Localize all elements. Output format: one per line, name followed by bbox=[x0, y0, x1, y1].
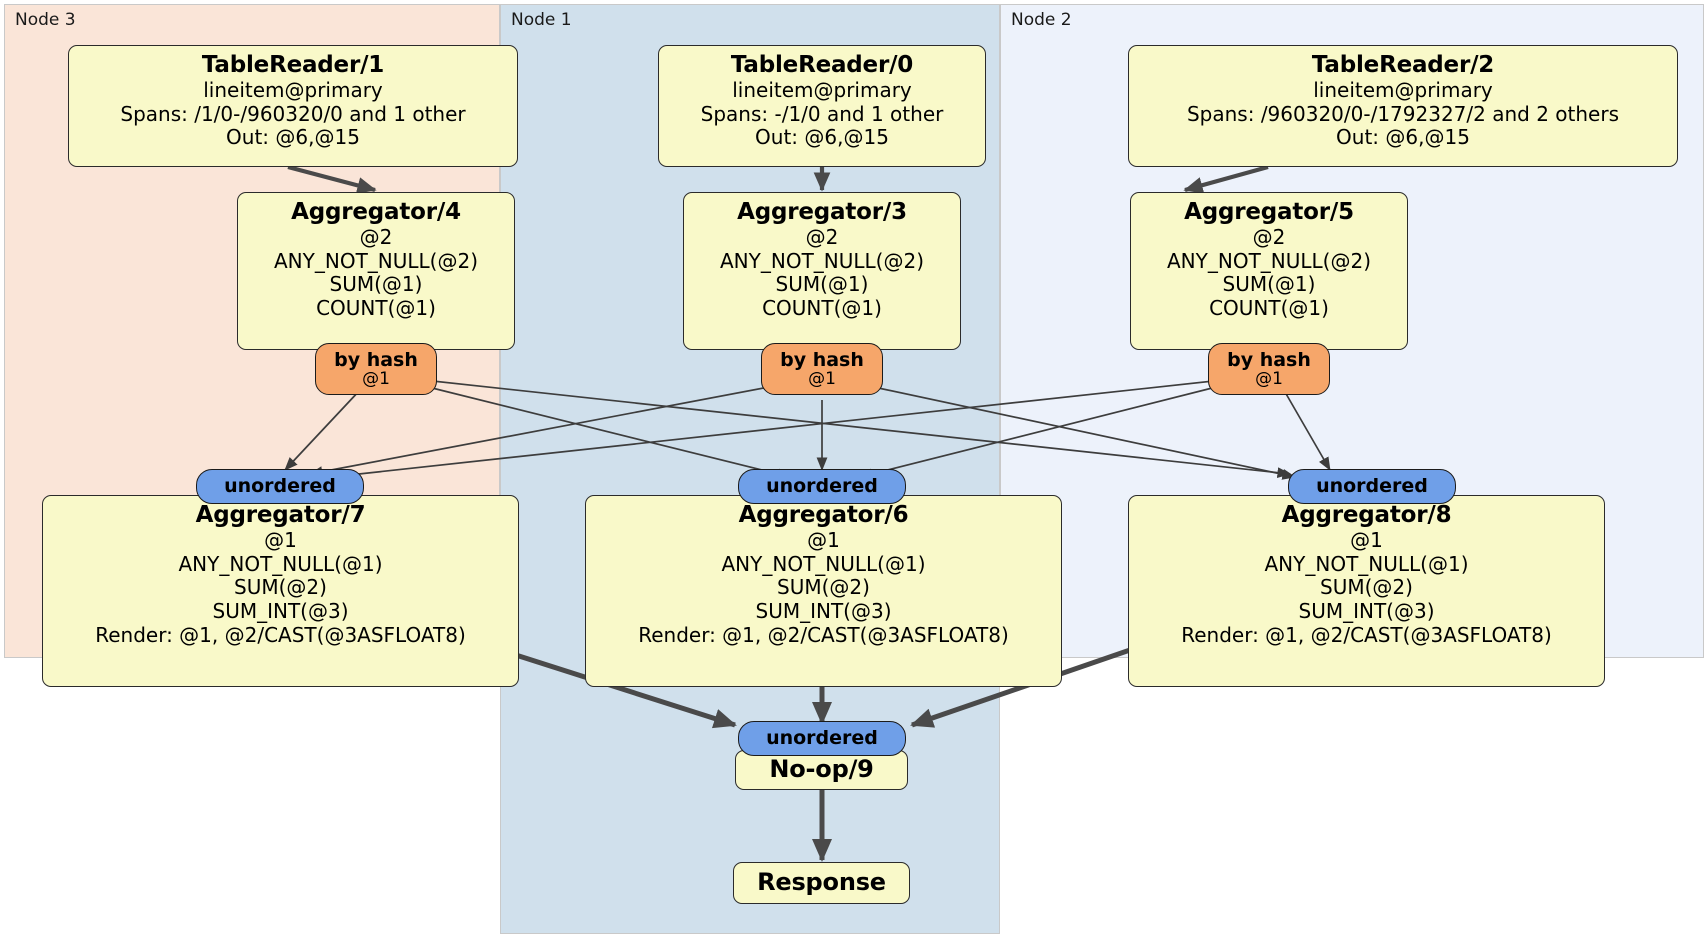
processor-line: @1 bbox=[1350, 528, 1383, 553]
processor-line: @2 bbox=[359, 225, 393, 250]
processor-line: SUM_INT(@3) bbox=[212, 598, 349, 623]
processor-title: Response bbox=[757, 868, 886, 897]
processor-line: Out: @6,@15 bbox=[1336, 125, 1470, 150]
processor-line: ANY_NOT_NULL(@1) bbox=[178, 551, 383, 576]
processor-title: Aggregator/3 bbox=[737, 199, 907, 225]
stage-badge-label: by hash bbox=[1227, 348, 1311, 371]
processor-title: No-op/9 bbox=[769, 755, 874, 784]
processor-title: TableReader/1 bbox=[201, 52, 385, 78]
processor-title: TableReader/2 bbox=[1311, 52, 1495, 78]
processor-tablereader1[interactable]: TableReader/1 lineitem@primary Spans: /1… bbox=[68, 45, 518, 167]
processor-line: @2 bbox=[1252, 225, 1286, 250]
processor-title: TableReader/0 bbox=[730, 52, 914, 78]
processor-line: Render: @1, @2/CAST(@3ASFLOAT8) bbox=[1181, 622, 1552, 647]
node-region-label-node2: Node 2 bbox=[1011, 10, 1072, 30]
processor-line: ANY_NOT_NULL(@2) bbox=[1167, 248, 1371, 273]
processor-line: SUM(@2) bbox=[234, 575, 327, 600]
processor-line: ANY_NOT_NULL(@2) bbox=[720, 248, 924, 273]
processor-line: lineitem@primary bbox=[1313, 78, 1493, 103]
processor-tablereader2[interactable]: TableReader/2 lineitem@primary Spans: /9… bbox=[1128, 45, 1678, 167]
processor-line: Render: @1, @2/CAST(@3ASFLOAT8) bbox=[95, 622, 466, 647]
processor-line: Spans: /1/0-/960320/0 and 1 other bbox=[120, 101, 466, 126]
processor-response[interactable]: Response bbox=[733, 862, 910, 904]
processor-line: ANY_NOT_NULL(@2) bbox=[274, 248, 478, 273]
processor-aggregator4[interactable]: Aggregator/4 @2 ANY_NOT_NULL(@2) SUM(@1)… bbox=[237, 192, 515, 350]
processor-line: SUM_INT(@3) bbox=[1298, 598, 1435, 623]
processor-noop9[interactable]: No-op/9 bbox=[735, 750, 908, 790]
processor-line: SUM_INT(@3) bbox=[755, 598, 892, 623]
processor-title: Aggregator/4 bbox=[291, 199, 461, 225]
processor-line: SUM(@1) bbox=[1222, 272, 1316, 297]
stage-badge-label: by hash bbox=[334, 348, 418, 371]
processor-line: COUNT(@1) bbox=[1209, 295, 1329, 320]
processor-aggregator3[interactable]: Aggregator/3 @2 ANY_NOT_NULL(@2) SUM(@1)… bbox=[683, 192, 961, 350]
stage-badge-by-hash-4[interactable]: by hash @1 bbox=[315, 343, 437, 395]
processor-line: @2 bbox=[805, 225, 839, 250]
stage-badge-unordered-8[interactable]: unordered bbox=[1288, 469, 1456, 504]
processor-line: lineitem@primary bbox=[732, 78, 912, 103]
processor-line: Render: @1, @2/CAST(@3ASFLOAT8) bbox=[638, 622, 1009, 647]
stage-badge-unordered-7[interactable]: unordered bbox=[196, 469, 364, 504]
stage-badge-label: by hash bbox=[780, 348, 864, 371]
processor-line: ANY_NOT_NULL(@1) bbox=[1264, 551, 1469, 576]
processor-line: Out: @6,@15 bbox=[226, 125, 360, 150]
node-region-label-node3: Node 3 bbox=[15, 10, 76, 30]
stage-badge-label: unordered bbox=[224, 475, 336, 498]
stage-badge-sublabel: @1 bbox=[808, 368, 836, 389]
processor-line: ANY_NOT_NULL(@1) bbox=[721, 551, 926, 576]
processor-line: Out: @6,@15 bbox=[755, 125, 889, 150]
processor-tablereader0[interactable]: TableReader/0 lineitem@primary Spans: -/… bbox=[658, 45, 986, 167]
stage-badge-by-hash-3[interactable]: by hash @1 bbox=[761, 343, 883, 395]
stage-badge-unordered-9[interactable]: unordered bbox=[738, 721, 906, 756]
processor-line: Spans: /960320/0-/1792327/2 and 2 others bbox=[1186, 101, 1619, 126]
processor-line: Spans: -/1/0 and 1 other bbox=[700, 101, 944, 126]
processor-title: Aggregator/5 bbox=[1184, 199, 1354, 225]
stage-badge-by-hash-5[interactable]: by hash @1 bbox=[1208, 343, 1330, 395]
processor-aggregator7[interactable]: Aggregator/7 @1 ANY_NOT_NULL(@1) SUM(@2)… bbox=[42, 495, 519, 687]
processor-line: SUM(@2) bbox=[1320, 575, 1413, 600]
processor-line: COUNT(@1) bbox=[762, 295, 882, 320]
processor-line: SUM(@1) bbox=[775, 272, 869, 297]
stage-badge-label: unordered bbox=[766, 475, 878, 498]
stage-badge-label: unordered bbox=[766, 727, 878, 750]
processor-line: lineitem@primary bbox=[203, 78, 383, 103]
processor-title: Aggregator/7 bbox=[195, 502, 366, 528]
stage-badge-unordered-6[interactable]: unordered bbox=[738, 469, 906, 504]
stage-badge-label: unordered bbox=[1316, 475, 1428, 498]
processor-line: @1 bbox=[807, 528, 840, 553]
stage-badge-sublabel: @1 bbox=[362, 368, 390, 389]
processor-line: @1 bbox=[264, 528, 297, 553]
processor-title: Aggregator/6 bbox=[738, 502, 909, 528]
processor-title: Aggregator/8 bbox=[1281, 502, 1452, 528]
processor-aggregator6[interactable]: Aggregator/6 @1 ANY_NOT_NULL(@1) SUM(@2)… bbox=[585, 495, 1062, 687]
processor-line: SUM(@2) bbox=[777, 575, 870, 600]
stage-badge-sublabel: @1 bbox=[1255, 368, 1283, 389]
processor-aggregator5[interactable]: Aggregator/5 @2 ANY_NOT_NULL(@2) SUM(@1)… bbox=[1130, 192, 1408, 350]
processor-line: COUNT(@1) bbox=[316, 295, 436, 320]
processor-line: SUM(@1) bbox=[329, 272, 423, 297]
node-region-label-node1: Node 1 bbox=[511, 10, 572, 30]
processor-aggregator8[interactable]: Aggregator/8 @1 ANY_NOT_NULL(@1) SUM(@2)… bbox=[1128, 495, 1605, 687]
